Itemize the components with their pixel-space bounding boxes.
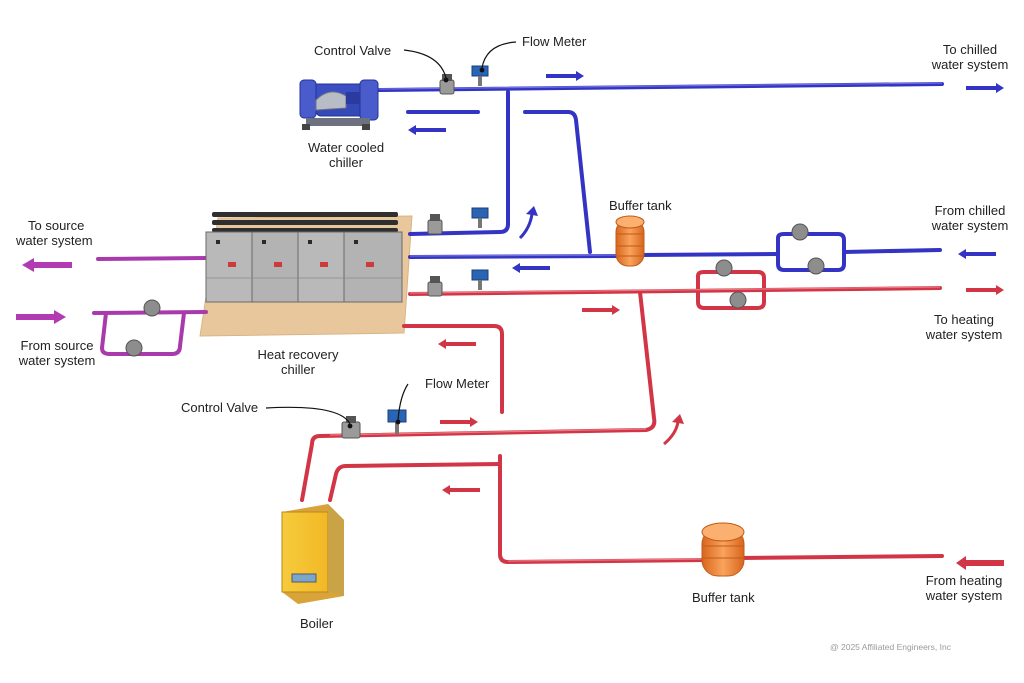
chilled-return-valve-icon: [427, 214, 443, 235]
chiller-line1: Water cooled: [307, 140, 385, 155]
water-cooled-chiller: [299, 79, 379, 130]
flow-arrows: [16, 71, 1004, 570]
to-chilled-line1: To chilled: [942, 42, 998, 57]
heating-supply-valve-icon: [427, 276, 443, 297]
flow-meter-top-label: Flow Meter: [522, 34, 587, 49]
chilled-pipe-highlight: [377, 82, 943, 257]
from-heating-label: From heating water system: [912, 573, 1016, 603]
chilled-water-pipes: [376, 82, 944, 272]
buffer-tank-top-label: Buffer tank: [609, 198, 672, 213]
buffer-tank-bottom-icon: [701, 522, 745, 577]
from-chilled-line2: water system: [931, 218, 1009, 233]
to-chilled-label: To chilled water system: [920, 42, 1020, 72]
water-cooled-chiller-label: Water cooled chiller: [296, 140, 396, 170]
copyright-text: @ 2025 Affiliated Engineers, Inc: [830, 642, 951, 652]
from-source-label: From source water system: [4, 338, 110, 368]
chiller-line2: chiller: [329, 155, 363, 170]
heating-water-pipes: [300, 270, 944, 564]
chilled-flow-meter-icon: [471, 207, 489, 228]
to-source-line1: To source: [28, 218, 85, 233]
from-source-line2: water system: [18, 353, 96, 368]
heating-pipe-highlight: [329, 286, 941, 562]
flow-meter-bottom-label: Flow Meter: [425, 376, 490, 391]
heating-flow-meter-icon: [471, 269, 489, 290]
to-heating-line1: To heating: [934, 312, 994, 327]
from-heating-line1: From heating: [925, 573, 1003, 588]
from-chilled-line1: From chilled: [934, 203, 1006, 218]
heat-recovery-chiller: [205, 212, 403, 303]
control-valve-top-icon: [439, 74, 455, 95]
to-chilled-line2: water system: [931, 57, 1009, 72]
heat-recovery-chiller-label: Heat recovery chiller: [248, 347, 348, 377]
hrc-line2: chiller: [281, 362, 315, 377]
to-source-label: To source water system: [16, 218, 93, 248]
control-valve-top-label: Control Valve: [314, 43, 392, 58]
control-valve-bottom-label: Control Valve: [181, 400, 259, 415]
control-valve-bottom-icon: [341, 416, 361, 439]
hrc-line1: Heat recovery: [257, 347, 339, 362]
from-chilled-label: From chilled water system: [920, 203, 1020, 233]
buffer-tank-bottom-label: Buffer tank: [692, 590, 755, 605]
pump-icon: [125, 223, 825, 357]
from-source-line1: From source: [20, 338, 94, 353]
to-source-line2: water system: [16, 233, 93, 248]
to-heating-line2: water system: [925, 327, 1003, 342]
leader-lines: [265, 41, 517, 425]
from-heating-line2: water system: [925, 588, 1003, 603]
leader-dots: [347, 67, 485, 429]
buffer-tank-top-icon: [615, 215, 645, 267]
boiler-label: Boiler: [300, 616, 334, 631]
to-heating-label: To heating water system: [912, 312, 1016, 342]
boiler-icon: [281, 504, 344, 604]
valve-group: [125, 65, 825, 439]
